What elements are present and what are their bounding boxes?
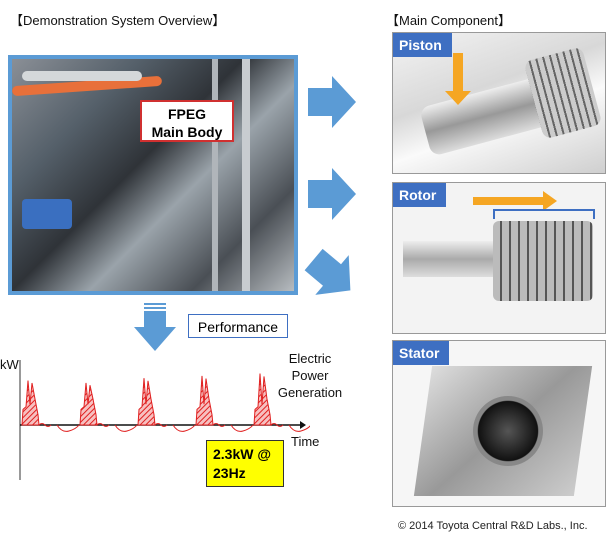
arrow-right-icon (308, 76, 356, 128)
result-line: 2.3kW @ (213, 446, 272, 462)
stator-label: Stator (393, 341, 450, 365)
power-pulse (253, 373, 272, 426)
copyright: © 2014 Toyota Central R&D Labs., Inc. (398, 520, 588, 532)
power-pulse (195, 375, 214, 426)
arrow-down-right-icon (304, 248, 351, 295)
piston-panel: Piston (392, 32, 606, 174)
x-axis-label: Time (291, 434, 320, 449)
components-title: 【Main Component】 (386, 13, 511, 28)
chart-annotation: Electric Power Generation (270, 350, 350, 401)
rotor-label: Rotor (393, 183, 447, 207)
indicator-arrow-icon (453, 53, 463, 93)
power-pulse (79, 382, 98, 426)
fpeg-callout: FPEG Main Body (140, 100, 234, 142)
power-chart (19, 360, 310, 480)
rotor-panel: Rotor (392, 182, 606, 334)
callout-line1: FPEG (167, 106, 207, 122)
annotation-line: Power (291, 368, 329, 383)
x-axis-arrowhead (300, 421, 306, 429)
annotation-line: Generation (277, 385, 343, 400)
performance-label: Performance (188, 314, 288, 338)
flow-arrows (304, 76, 356, 295)
overview-title: 【Demonstration System Overview】 (10, 13, 226, 28)
piston-label: Piston (393, 33, 452, 57)
y-axis-label: kW (0, 357, 19, 372)
callout-line2: Main Body (151, 124, 223, 140)
arrow-down-icon (134, 303, 176, 351)
annotation-line: Electric (288, 351, 332, 366)
power-pulse (137, 378, 156, 426)
negative-swing (270, 423, 310, 432)
result-box: 2.3kW @ 23Hz (206, 440, 284, 487)
fpeg-system-photo (8, 55, 298, 295)
indicator-arrow-icon (473, 197, 543, 205)
result-line: 23Hz (213, 465, 246, 481)
stator-panel: Stator (392, 340, 606, 507)
arrow-right-icon (308, 168, 356, 220)
power-pulse (21, 380, 40, 426)
bracket (493, 209, 595, 219)
